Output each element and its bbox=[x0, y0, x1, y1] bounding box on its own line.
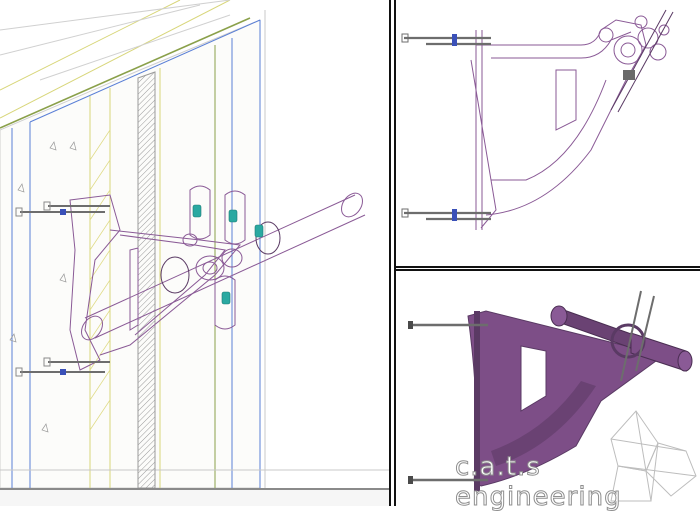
status-bar-line bbox=[0, 488, 389, 490]
watermark-text: c.a.t.s engineering bbox=[455, 452, 622, 512]
cats-logo bbox=[610, 410, 697, 502]
horizontal-splitter[interactable] bbox=[396, 266, 700, 271]
shaded-viewport[interactable] bbox=[396, 271, 700, 506]
bolt-heads bbox=[15, 201, 51, 377]
isometric-viewport[interactable] bbox=[0, 0, 389, 488]
shaded-bracket bbox=[467, 290, 693, 491]
isometric-drawing bbox=[0, 0, 389, 488]
shaded-bolt-heads bbox=[408, 321, 413, 484]
front-viewport[interactable] bbox=[396, 0, 700, 266]
vertical-splitter[interactable] bbox=[389, 0, 396, 506]
front-bolt-heads bbox=[401, 33, 409, 218]
shaded-bolts bbox=[410, 323, 488, 482]
front-bracket-wireframe bbox=[470, 9, 674, 230]
front-drawing bbox=[401, 9, 674, 230]
front-bolts bbox=[404, 36, 491, 221]
front-clamp bbox=[623, 70, 635, 80]
status-bar bbox=[0, 488, 389, 506]
front-bolt-markers bbox=[452, 34, 457, 221]
insulation-hatch bbox=[137, 71, 156, 488]
spring-elements bbox=[192, 204, 264, 305]
concrete-markers bbox=[9, 141, 77, 433]
bolt-markers bbox=[60, 209, 66, 375]
bracket-wireframe bbox=[69, 185, 366, 371]
shaded-drawing bbox=[408, 290, 697, 502]
